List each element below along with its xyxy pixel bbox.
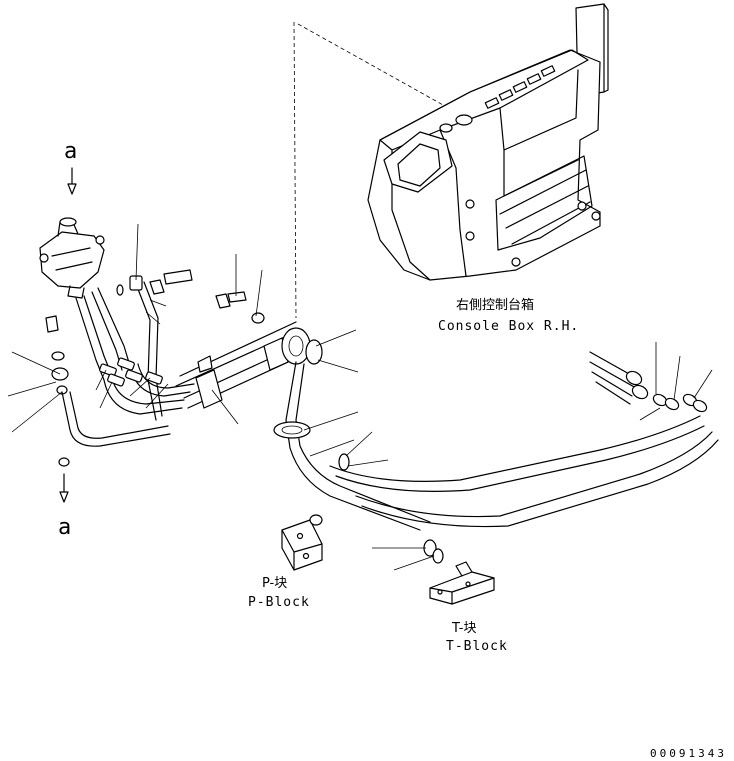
tube-clamp-assembly [175, 321, 323, 409]
t-block-label-cn: T-块 [451, 621, 476, 636]
p-block [281, 514, 323, 571]
right-fittings [338, 370, 708, 564]
t-block-body [429, 571, 495, 605]
ref-mark-top: a [64, 139, 77, 164]
ppc-valve-bolt [95, 235, 105, 245]
ppc-valve-body [39, 231, 105, 289]
grommet [273, 421, 311, 439]
console-window [383, 131, 453, 193]
console-bolt [465, 231, 475, 241]
console-ref-line-vertical [293, 21, 297, 319]
console-bolt [591, 211, 601, 221]
console-bolt [465, 199, 475, 209]
bolt [227, 291, 247, 303]
bolt [163, 269, 193, 285]
p-block-label-en: P-Block [248, 595, 310, 610]
drawing-code: 00091343 [650, 747, 727, 760]
ppc-valve-bolt [39, 253, 49, 263]
left-fittings [45, 315, 70, 467]
p-block-label-cn: P-块 [262, 576, 287, 591]
hose-fittings [99, 275, 163, 387]
p-block-body [281, 519, 323, 571]
grommet [281, 327, 311, 365]
ppc-valve [39, 217, 105, 299]
long-hoses [273, 351, 719, 531]
console-body [367, 49, 601, 281]
washer [251, 312, 265, 324]
console-bolt [577, 201, 587, 211]
console-label-en: Console Box R.H. [438, 319, 579, 334]
console-box [293, 3, 609, 319]
console-bolt [511, 257, 521, 267]
t-block [429, 561, 495, 605]
clamp [195, 369, 223, 409]
washer [51, 351, 65, 361]
ppc-valve-cap [59, 217, 77, 227]
ref-mark-bottom: a [58, 515, 71, 540]
t-block-label-en: T-Block [446, 639, 508, 654]
bolts-middle [116, 269, 265, 324]
washer [58, 457, 70, 467]
leader-lines [7, 223, 713, 571]
bolt [45, 315, 59, 333]
console-label-cn: 右側控制台箱 [456, 297, 534, 313]
console-switches [439, 65, 556, 133]
console-ref-line-diagonal [297, 23, 471, 121]
valve-hoses [61, 281, 195, 447]
